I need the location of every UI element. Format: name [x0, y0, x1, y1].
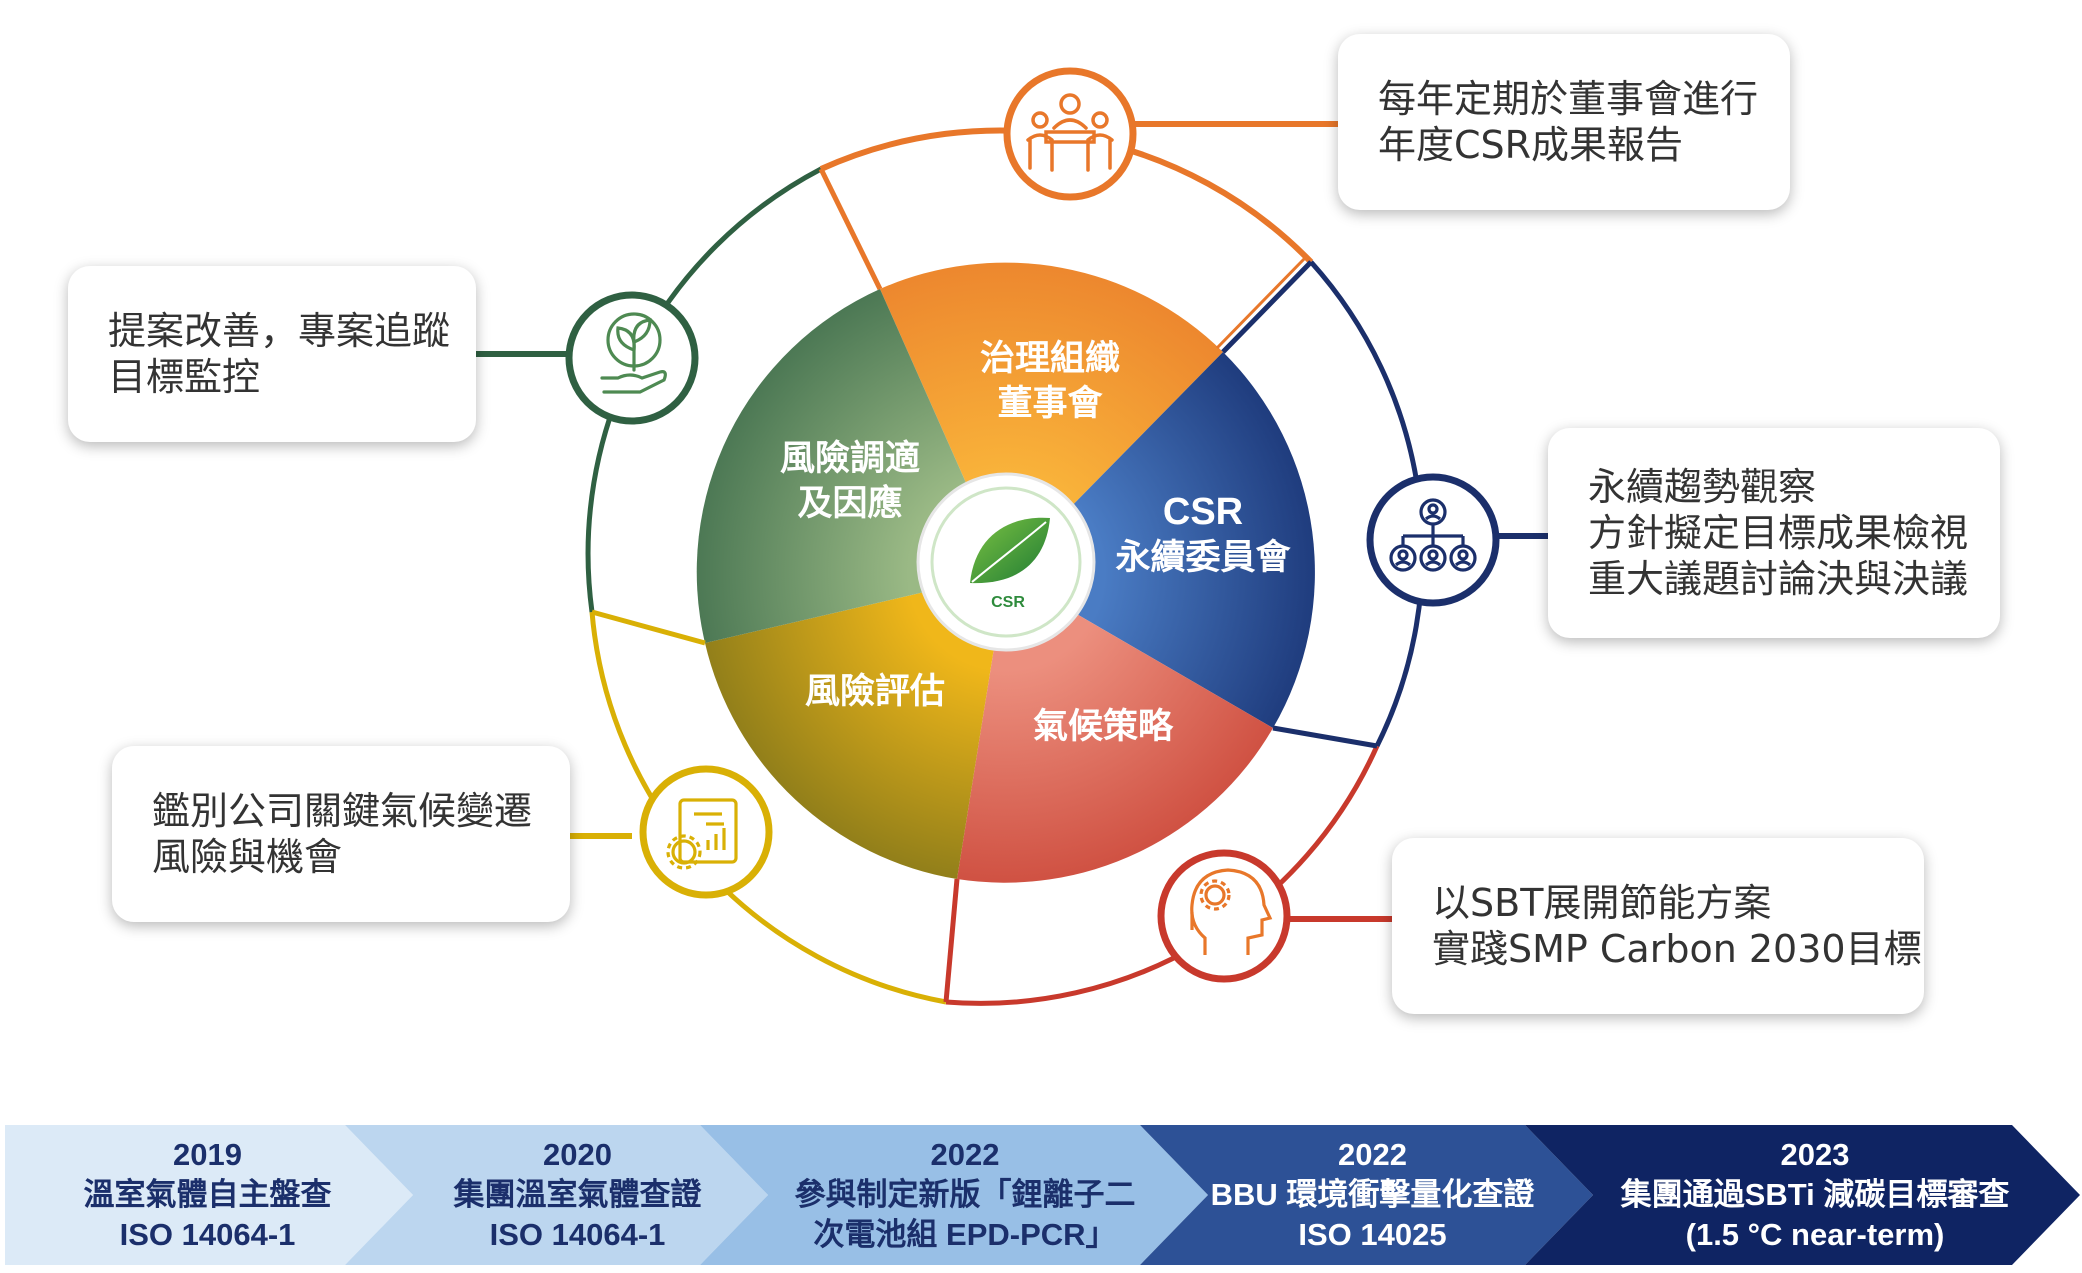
timeline-line: 次電池組 EPD-PCR」: [813, 1217, 1117, 1252]
callout-risk-line-2: 風險與機會: [152, 835, 343, 879]
segment-label-csr-1: CSR: [1163, 491, 1243, 533]
timeline-year: 2022: [1338, 1137, 1407, 1172]
callout-csr: 永續趨勢觀察 方針擬定目標成果檢視 重大議題討論決與決議: [1548, 428, 2000, 638]
timeline-year: 2020: [543, 1137, 612, 1172]
timeline-step-2022b: [1140, 1125, 1593, 1265]
callout-adaptation: 提案改善，專案追蹤 目標監控: [68, 266, 476, 442]
segment-governance: [880, 262, 1223, 573]
segment-label-risk: 風險評估: [805, 672, 945, 712]
segment-label-csr-2: 永續委員會: [1115, 538, 1291, 578]
segment-label-climate: 氣候策略: [1033, 707, 1174, 747]
segment-csr: [1006, 352, 1315, 728]
callout-adaptation-line-2: 目標監控: [108, 355, 261, 399]
timeline-year: 2022: [930, 1137, 1000, 1172]
callout-governance-line-2: 年度CSR成果報告: [1378, 123, 1684, 167]
timeline-text-2023: 2023 集團通過SBTi 減碳目標審查 (1.5 °C near-term): [1585, 1125, 2045, 1265]
icon-node-governance: [1003, 67, 1137, 201]
timeline-text-2022a: 2022 參與制定新版「鋰離子二 次電池組 EPD-PCR」: [760, 1125, 1170, 1265]
timeline-line: 溫室氣體自主盤查: [83, 1177, 332, 1212]
callout-risk: 鑑別公司關鍵氣候變遷 風險與機會: [112, 746, 570, 922]
timeline-line: BBU 環境衝擊量化查證: [1210, 1177, 1535, 1212]
segment-label-governance-1: 治理組織: [980, 339, 1120, 379]
icon-node-adaptation: [565, 291, 699, 425]
timeline-step-2022a: [700, 1125, 1208, 1265]
callout-climate-line-1: 以SBT展開節能方案: [1432, 881, 1772, 925]
timeline-step-2019: [5, 1125, 413, 1265]
callout-climate-line-2: 實踐SMP Carbon 2030目標: [1432, 927, 1922, 971]
callout-csr-line-2: 方針擬定目標成果檢視: [1588, 511, 1969, 555]
timeline-text-2019: 2019 溫室氣體自主盤查 ISO 14064-1: [30, 1125, 385, 1265]
timeline-step-2023: [1525, 1125, 2080, 1265]
icon-node-risk: [639, 765, 773, 899]
timeline-text-2020: 2020 集團溫室氣體查證 ISO 14064-1: [405, 1125, 750, 1265]
callout-governance: 每年定期於董事會進行 年度CSR成果報告: [1338, 34, 1790, 210]
timeline-line: ISO 14025: [1298, 1217, 1447, 1252]
hand-plant-icon: [600, 312, 667, 394]
icon-node-climate: [1157, 849, 1291, 983]
callout-csr-line-1: 永續趨勢觀察: [1588, 465, 1817, 509]
org-chart-icon: [1389, 498, 1477, 572]
report-gear-icon: [666, 798, 738, 870]
csr-logo-text: CSR: [991, 594, 1025, 611]
timeline-step-2020: [345, 1125, 768, 1265]
timeline-line: (1.5 °C near-term): [1685, 1217, 1945, 1252]
divider-governance: [818, 167, 883, 291]
icon-node-csr: [1366, 473, 1500, 607]
segment-climate: [957, 573, 1273, 883]
divider-climate: [1272, 725, 1378, 749]
timeline-year: 2019: [173, 1137, 242, 1172]
timeline-bar: [5, 1125, 2080, 1265]
callout-csr-line-3: 重大議題討論決與決議: [1588, 557, 1969, 601]
divider-governance-outer: [1215, 256, 1307, 350]
divider-adaptation: [591, 609, 706, 646]
meeting-icon: [1026, 93, 1114, 172]
segment-label-adaptation-1: 風險調適: [780, 439, 920, 479]
timeline-year: 2023: [1780, 1137, 1850, 1172]
callout-governance-line-1: 每年定期於董事會進行: [1378, 77, 1759, 121]
segment-risk: [705, 573, 1006, 879]
timeline-line: 集團通過SBTi 減碳目標審查: [1620, 1177, 2010, 1212]
timeline-line: 集團溫室氣體查證: [453, 1177, 702, 1212]
csr-logo: CSR: [916, 472, 1096, 652]
divider-csr: [1221, 260, 1313, 354]
timeline-line: ISO 14064-1: [489, 1217, 666, 1252]
callout-risk-line-1: 鑑別公司關鍵氣候變遷: [152, 789, 533, 833]
divider-risk: [943, 878, 960, 1003]
segment-label-governance-2: 董事會: [997, 384, 1103, 424]
head-gear-icon: [1190, 868, 1273, 955]
callout-climate: 以SBT展開節能方案 實踐SMP Carbon 2030目標: [1392, 838, 1924, 1014]
timeline-text-2022b: 2022 BBU 環境衝擊量化查證 ISO 14025: [1185, 1125, 1560, 1265]
timeline-line: 參與制定新版「鋰離子二: [794, 1177, 1136, 1212]
segment-label-adaptation-2: 及因應: [797, 483, 902, 524]
timeline-line: ISO 14064-1: [119, 1217, 296, 1252]
callout-adaptation-line-1: 提案改善，專案追蹤: [108, 309, 451, 353]
